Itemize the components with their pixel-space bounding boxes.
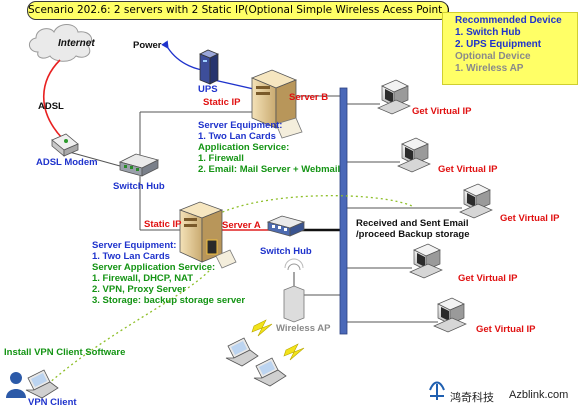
power-arrow bbox=[161, 40, 205, 71]
client-pc-icon bbox=[433, 297, 467, 333]
server-b-icon bbox=[250, 69, 303, 139]
ups-icon bbox=[199, 49, 219, 85]
internet-label: Internet bbox=[58, 38, 95, 49]
install-vpn-label: Install VPN Client Software bbox=[4, 347, 126, 358]
adsl-link bbox=[42, 59, 63, 139]
server-b-label: Server B bbox=[289, 92, 329, 103]
vpn-laptop-icon bbox=[25, 369, 59, 399]
adsl-modem-icon bbox=[51, 133, 79, 157]
email-storage-line: /proceed Backup storage bbox=[356, 229, 470, 240]
server-b-info: Server Equipment: 1. Two Lan Cards Appli… bbox=[198, 120, 340, 175]
diagram-title: Scenario 202.6: 2 servers with 2 Static … bbox=[27, 1, 450, 20]
vpn-user-icon bbox=[6, 372, 26, 398]
brand-cn: 鸿奇科技 bbox=[450, 392, 494, 404]
adsl-modem-label: ADSL Modem bbox=[36, 157, 98, 168]
client-label: Get Virtual IP bbox=[500, 213, 560, 224]
lightning-icon bbox=[251, 319, 273, 337]
wires bbox=[61, 95, 462, 323]
server-b-heading: Server Equipment: bbox=[198, 120, 283, 131]
recommended-device-box: Recommended Device 1. Switch Hub 2. UPS … bbox=[442, 12, 578, 85]
email-storage-note: Received and Sent Email /proceed Backup … bbox=[356, 218, 470, 240]
switch-hub-left-icon bbox=[118, 153, 160, 177]
server-a-label: Server A bbox=[222, 220, 261, 231]
client-pc-icon bbox=[377, 79, 411, 115]
switch-hub-right-label: Switch Hub bbox=[260, 246, 312, 257]
server-a-app: 2. VPN, Proxy Server bbox=[92, 284, 186, 295]
client-pc-icon bbox=[397, 137, 431, 173]
ups-label: UPS bbox=[198, 84, 218, 95]
wireless-ap-icon bbox=[283, 258, 305, 323]
recommended-heading: Recommended Device bbox=[455, 15, 562, 26]
optional-item: 1. Wireless AP bbox=[455, 63, 524, 74]
lightning-icon bbox=[283, 343, 305, 361]
server-a-app: 1. Firewall, DHCP, NAT bbox=[92, 273, 194, 284]
server-b-app: 1. Firewall bbox=[198, 153, 244, 164]
server-a-heading: Server Equipment: bbox=[92, 240, 177, 251]
backbone-bar bbox=[339, 87, 348, 335]
client-label: Get Virtual IP bbox=[438, 164, 498, 175]
switch-hub-left-label: Switch Hub bbox=[113, 181, 165, 192]
server-b-app-heading: Application Service: bbox=[198, 142, 290, 153]
internet-cloud-icon bbox=[29, 24, 93, 62]
client-label: Get Virtual IP bbox=[412, 106, 472, 117]
client-pc-icon bbox=[459, 183, 493, 219]
adsl-label: ADSL bbox=[38, 101, 64, 112]
vpn-dotted-link bbox=[47, 269, 211, 385]
email-storage-line: Received and Sent Email bbox=[356, 218, 469, 229]
server-a-app: 3. Storage: backup storage server bbox=[92, 295, 246, 306]
laptop-icon bbox=[225, 337, 259, 367]
optional-heading: Optional Device bbox=[455, 51, 531, 62]
server-a-info: Server Equipment: 1. Two Lan Cards Serve… bbox=[92, 240, 245, 306]
server-a-icon bbox=[178, 201, 237, 269]
power-label: Power bbox=[133, 40, 162, 51]
vpn-client-label: VPN Client bbox=[28, 397, 77, 408]
client-label: Get Virtual IP bbox=[476, 324, 536, 335]
switch-hub-right-icon bbox=[266, 215, 306, 237]
static-ip-a-label: Static IP bbox=[144, 219, 182, 230]
server-b-item: 1. Two Lan Cards bbox=[198, 131, 276, 142]
server-a-app-heading: Server Application Service: bbox=[92, 262, 216, 273]
static-ip-b-label: Static IP bbox=[203, 97, 241, 108]
brand-logo-icon bbox=[429, 381, 445, 400]
recommended-item: 1. Switch Hub bbox=[455, 27, 521, 38]
client-label: Get Virtual IP bbox=[458, 273, 518, 284]
server-b-app: 2. Email: Mail Server + Webmail bbox=[198, 164, 341, 175]
laptop-icon bbox=[253, 357, 287, 387]
client-pc-icon bbox=[409, 243, 443, 279]
wireless-ap-label: Wireless AP bbox=[276, 323, 331, 334]
email-dotted-link bbox=[217, 195, 413, 215]
brand-url: Azblink.com bbox=[509, 389, 569, 401]
server-a-item: 1. Two Lan Cards bbox=[92, 251, 170, 262]
recommended-item: 2. UPS Equipment bbox=[455, 39, 542, 50]
